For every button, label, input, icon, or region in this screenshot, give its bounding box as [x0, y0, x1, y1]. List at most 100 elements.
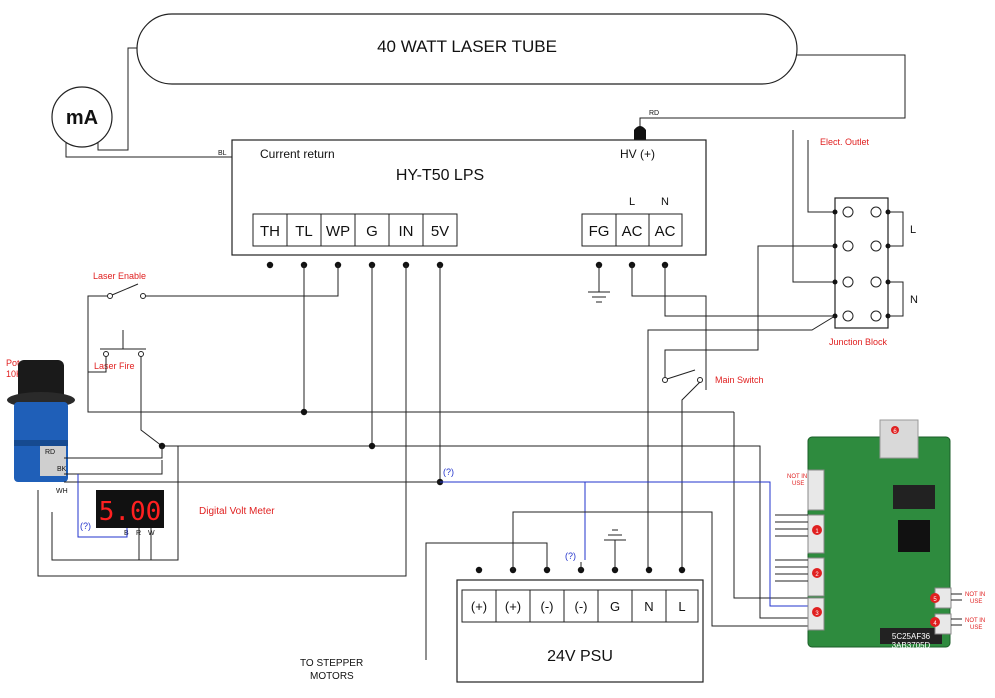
stepper-line-2: MOTORS [310, 671, 354, 682]
ground-icon [588, 265, 610, 303]
unknown-mark-2: (?) [443, 467, 454, 477]
wire-tube-to-ammeter [97, 47, 137, 151]
wire-psu-plus [512, 511, 820, 627]
ammeter [51, 86, 113, 148]
lps-terminal-ac-l: AC [622, 223, 643, 240]
laser-fire-label: Laser Fire [94, 361, 135, 371]
wire-wp [143, 265, 339, 297]
pot-label-2: 10K [6, 369, 22, 379]
main-switch-label: Main Switch [715, 375, 764, 385]
lps-terminal-5v: 5V [431, 223, 449, 240]
junction-label: Junction Block [829, 337, 888, 347]
laser-fire-switch [100, 330, 146, 357]
board-not-in-use-1a: NOT IN [787, 474, 807, 480]
board-port-4: 4 [933, 621, 937, 627]
wire-ac-n [664, 265, 835, 317]
wire-switch-to-psu-l [681, 381, 701, 570]
dvm-value: 5.00 [99, 497, 162, 527]
wire-enable-loop [87, 295, 734, 413]
wire-jb-to-psu-n [647, 315, 836, 570]
psu-terminal-n: N [644, 599, 653, 614]
wire-outlet-2 [807, 140, 835, 213]
digital-volt-meter: 5.00 [96, 490, 164, 528]
wire-jb-to-switch [664, 245, 835, 378]
wire-pot-rd [64, 446, 163, 459]
wire-dvm-r [138, 446, 179, 561]
lps-terminal-in: IN [399, 223, 414, 240]
board-port-3: 3 [815, 611, 819, 617]
outlet-n: N [910, 294, 918, 306]
psu-terminal-1: (+) [471, 599, 487, 614]
board-not-in-use-2b: USE [970, 599, 982, 605]
wire-label-rd: RD [649, 110, 659, 117]
main-switch [662, 369, 703, 383]
wire-fire-b [140, 356, 820, 619]
psu-terminal-4: (-) [575, 599, 588, 614]
board-wires-port1 [775, 514, 808, 537]
board-wires-port2 [775, 559, 808, 582]
outlet-l: L [910, 224, 916, 236]
psu-terminals: (+) (+) (-) (-) G N L [461, 589, 699, 623]
wire-ac-l [631, 265, 707, 390]
potentiometer [7, 360, 75, 482]
junction-block [834, 197, 889, 329]
controller-board [807, 419, 952, 648]
lps-terminal-dots [266, 261, 669, 269]
psu-terminal-2: (+) [505, 599, 521, 614]
lps-title: HY-T50 LPS [396, 167, 484, 184]
wire-pot-bk [64, 460, 163, 475]
laser-enable-label: Laser Enable [93, 271, 146, 281]
laser-tube [136, 13, 798, 85]
lps-terminal-th: TH [260, 223, 280, 240]
board-not-in-use-2a: NOT IN [965, 592, 985, 598]
wire-label-bl: BL [218, 150, 227, 157]
wire-outlet-1 [792, 130, 835, 283]
pot-bk: BK [57, 466, 67, 473]
board-port-5: 5 [933, 597, 937, 603]
lps-terminal-ac-n: AC [655, 223, 676, 240]
unknown-mark-1: (?) [80, 521, 91, 531]
wire-in [37, 265, 407, 577]
lps-terminal-g: G [366, 223, 378, 240]
wire-fire-a [88, 356, 107, 373]
board-not-in-use-1b: USE [792, 481, 804, 487]
wire-dvm-b [77, 474, 128, 538]
board-port-2: 2 [815, 572, 819, 578]
wire-blue-board [585, 481, 820, 607]
lps-terminals-right: FG AC AC [581, 213, 683, 247]
board-not-in-use-3a: NOT IN [965, 618, 985, 624]
wire-psu-stepper [425, 542, 548, 660]
lps-terminals-left: TH TL WP G IN 5V [252, 213, 458, 247]
board-not-in-use-3b: USE [970, 625, 982, 631]
hv-connector [634, 126, 646, 140]
lps-terminal-fg: FG [589, 223, 610, 240]
pot-rd: RD [45, 449, 55, 456]
psu-terminal-g: G [610, 599, 620, 614]
stepper-line-1: TO STEPPER [300, 658, 363, 669]
dvm-label: Digital Volt Meter [199, 506, 275, 517]
lps-ac-n: N [661, 196, 669, 208]
lps-terminal-tl: TL [295, 223, 313, 240]
board-chip-1: 5C25AF36 [892, 632, 931, 641]
board-wires-right [951, 593, 962, 626]
board-port-1: 1 [815, 529, 819, 535]
ammeter-label: mA [66, 107, 98, 129]
lps-current-return: Current return [260, 147, 335, 161]
lps-terminal-wp: WP [326, 223, 350, 240]
pot-label-1: Pot [6, 358, 20, 368]
board-port-6: 6 [893, 429, 897, 435]
outlet-label: Elect. Outlet [820, 137, 870, 147]
lps-hv-label: HV (+) [620, 147, 655, 161]
psu-title: 24V PSU [547, 648, 613, 665]
wire-tube-hv [639, 54, 906, 128]
board-chip-2: 3AB3705D [892, 641, 931, 650]
psu-ground-icon [604, 529, 626, 570]
wire-ammeter-to-lps [65, 143, 232, 158]
wire-to-board-1 [733, 412, 820, 599]
pot-wh: WH [56, 488, 68, 495]
psu-terminal-l: L [678, 599, 685, 614]
laser-tube-label: 40 WATT LASER TUBE [377, 37, 557, 56]
wire-dvm-w [51, 512, 152, 561]
junction-jumpers [888, 211, 904, 317]
